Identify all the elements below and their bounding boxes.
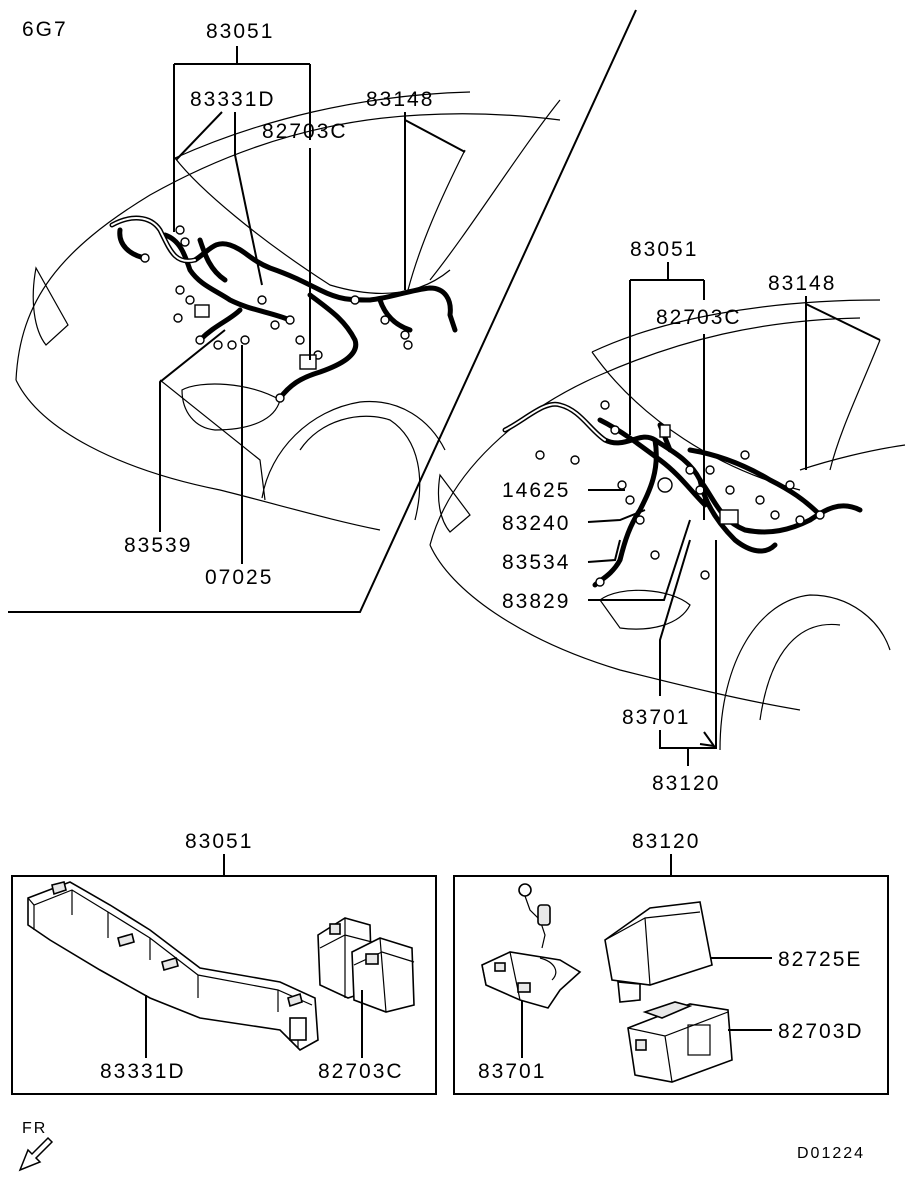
bracket-83051-right — [629, 262, 705, 435]
bracket-83701 — [481, 883, 582, 1009]
label-14625: 14625 — [502, 479, 570, 502]
label-82703D-detail: 82703D — [778, 1020, 864, 1043]
detail-83051: 83051 83331D 82703C — [11, 830, 437, 1095]
relay-82703C — [317, 917, 415, 1013]
leader-83148-right — [805, 296, 881, 470]
leader-83148-top-left — [404, 112, 466, 290]
label-82703C-top-left: 82703C — [262, 120, 348, 143]
bracket-83051-top-left — [173, 46, 311, 232]
detail-83051-frame — [11, 875, 437, 1095]
diagram-code: 6G7 — [22, 18, 68, 41]
leader-83701-right — [659, 539, 691, 696]
label-82703C-right: 82703C — [656, 306, 742, 329]
label-83051-right: 83051 — [630, 238, 698, 261]
label-83240: 83240 — [502, 512, 570, 535]
top-left-vehicle-view: 83051 83331D 82703C 83148 83539 07025 — [15, 20, 561, 589]
leader-83829 — [588, 519, 691, 601]
label-83051-top-left: 83051 — [206, 20, 274, 43]
harness-cover-83331D — [27, 881, 319, 1051]
direction-label: FR — [22, 1120, 47, 1137]
label-83148-top-left: 83148 — [366, 88, 434, 111]
detail-83120-frame — [453, 875, 889, 1095]
label-83331D-top-left: 83331D — [190, 88, 276, 111]
connectors-left — [140, 225, 413, 403]
arrow-icon — [18, 1136, 54, 1172]
label-07025: 07025 — [205, 566, 273, 589]
cover-82725E — [604, 901, 713, 1003]
label-83701-right: 83701 — [622, 706, 690, 729]
leader-83331D — [234, 112, 263, 286]
connectors-right — [535, 400, 825, 587]
leader-83534 — [587, 539, 621, 563]
detail-83120-title: 83120 — [632, 830, 700, 853]
label-83148-right: 83148 — [768, 272, 836, 295]
leader-83539 — [159, 329, 226, 532]
label-83534: 83534 — [502, 551, 570, 574]
label-83701-detail: 83701 — [478, 1060, 546, 1083]
label-83120-right: 83120 — [652, 772, 720, 795]
right-vehicle-view: 83051 82703C 83148 14625 83240 83534 838… — [429, 238, 906, 795]
bracket-83120-right — [659, 540, 717, 766]
engine-harness-left — [109, 215, 458, 401]
detail-83120: 83120 83701 82725E — [453, 830, 889, 1095]
label-82703C-detail: 82703C — [318, 1060, 404, 1083]
leader-83240 — [587, 509, 646, 523]
label-82725E-detail: 82725E — [778, 948, 862, 971]
view-divider — [8, 9, 637, 613]
figure-id: D01224 — [797, 1145, 865, 1162]
leader-83331D-b — [175, 111, 223, 161]
front-direction-indicator: FR — [18, 1120, 54, 1172]
label-83331D-detail: 83331D — [100, 1060, 186, 1083]
label-83829: 83829 — [502, 590, 570, 613]
arrow-83120 — [699, 731, 717, 748]
label-83539: 83539 — [124, 534, 192, 557]
car-body-outline-left — [15, 91, 561, 531]
detail-83051-title: 83051 — [185, 830, 253, 853]
relay-box-82703D — [627, 1001, 733, 1083]
